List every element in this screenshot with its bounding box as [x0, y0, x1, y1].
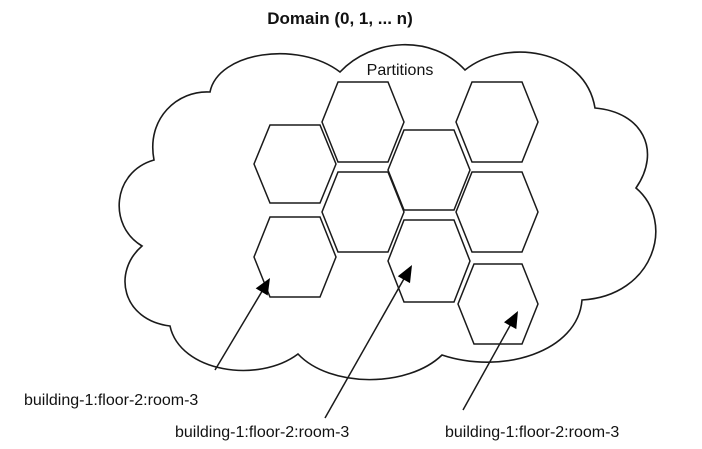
pointer-arrow-3	[462, 311, 518, 411]
partition-hexagons	[253, 81, 539, 345]
arrowhead-icon	[255, 278, 270, 296]
arrowhead-icon	[397, 265, 412, 284]
partition-hexagon	[321, 171, 405, 253]
partition-hexagon	[253, 216, 337, 298]
partition-hexagon	[455, 171, 539, 253]
partition-hexagon	[387, 129, 471, 211]
partition-hexagon	[455, 81, 539, 163]
pointer-arrow-2	[324, 265, 412, 419]
partition-hexagon	[321, 81, 405, 163]
partitions-label: Partitions	[367, 62, 434, 79]
pointer-line	[462, 321, 513, 411]
domain-title: Domain (0, 1, ... n)	[267, 9, 412, 28]
partition-hexagon	[387, 219, 471, 303]
partition-key-label-3: building-1:floor-2:room-3	[445, 424, 619, 441]
partition-key-label-1: building-1:floor-2:room-3	[24, 392, 198, 409]
pointer-arrow-1	[214, 278, 270, 371]
arrowhead-icon	[504, 311, 518, 330]
pointer-line	[214, 287, 265, 371]
pointer-line	[324, 276, 406, 419]
partition-key-label-2: building-1:floor-2:room-3	[175, 424, 349, 441]
partition-hexagon	[457, 263, 539, 345]
partition-hexagon	[253, 124, 337, 204]
